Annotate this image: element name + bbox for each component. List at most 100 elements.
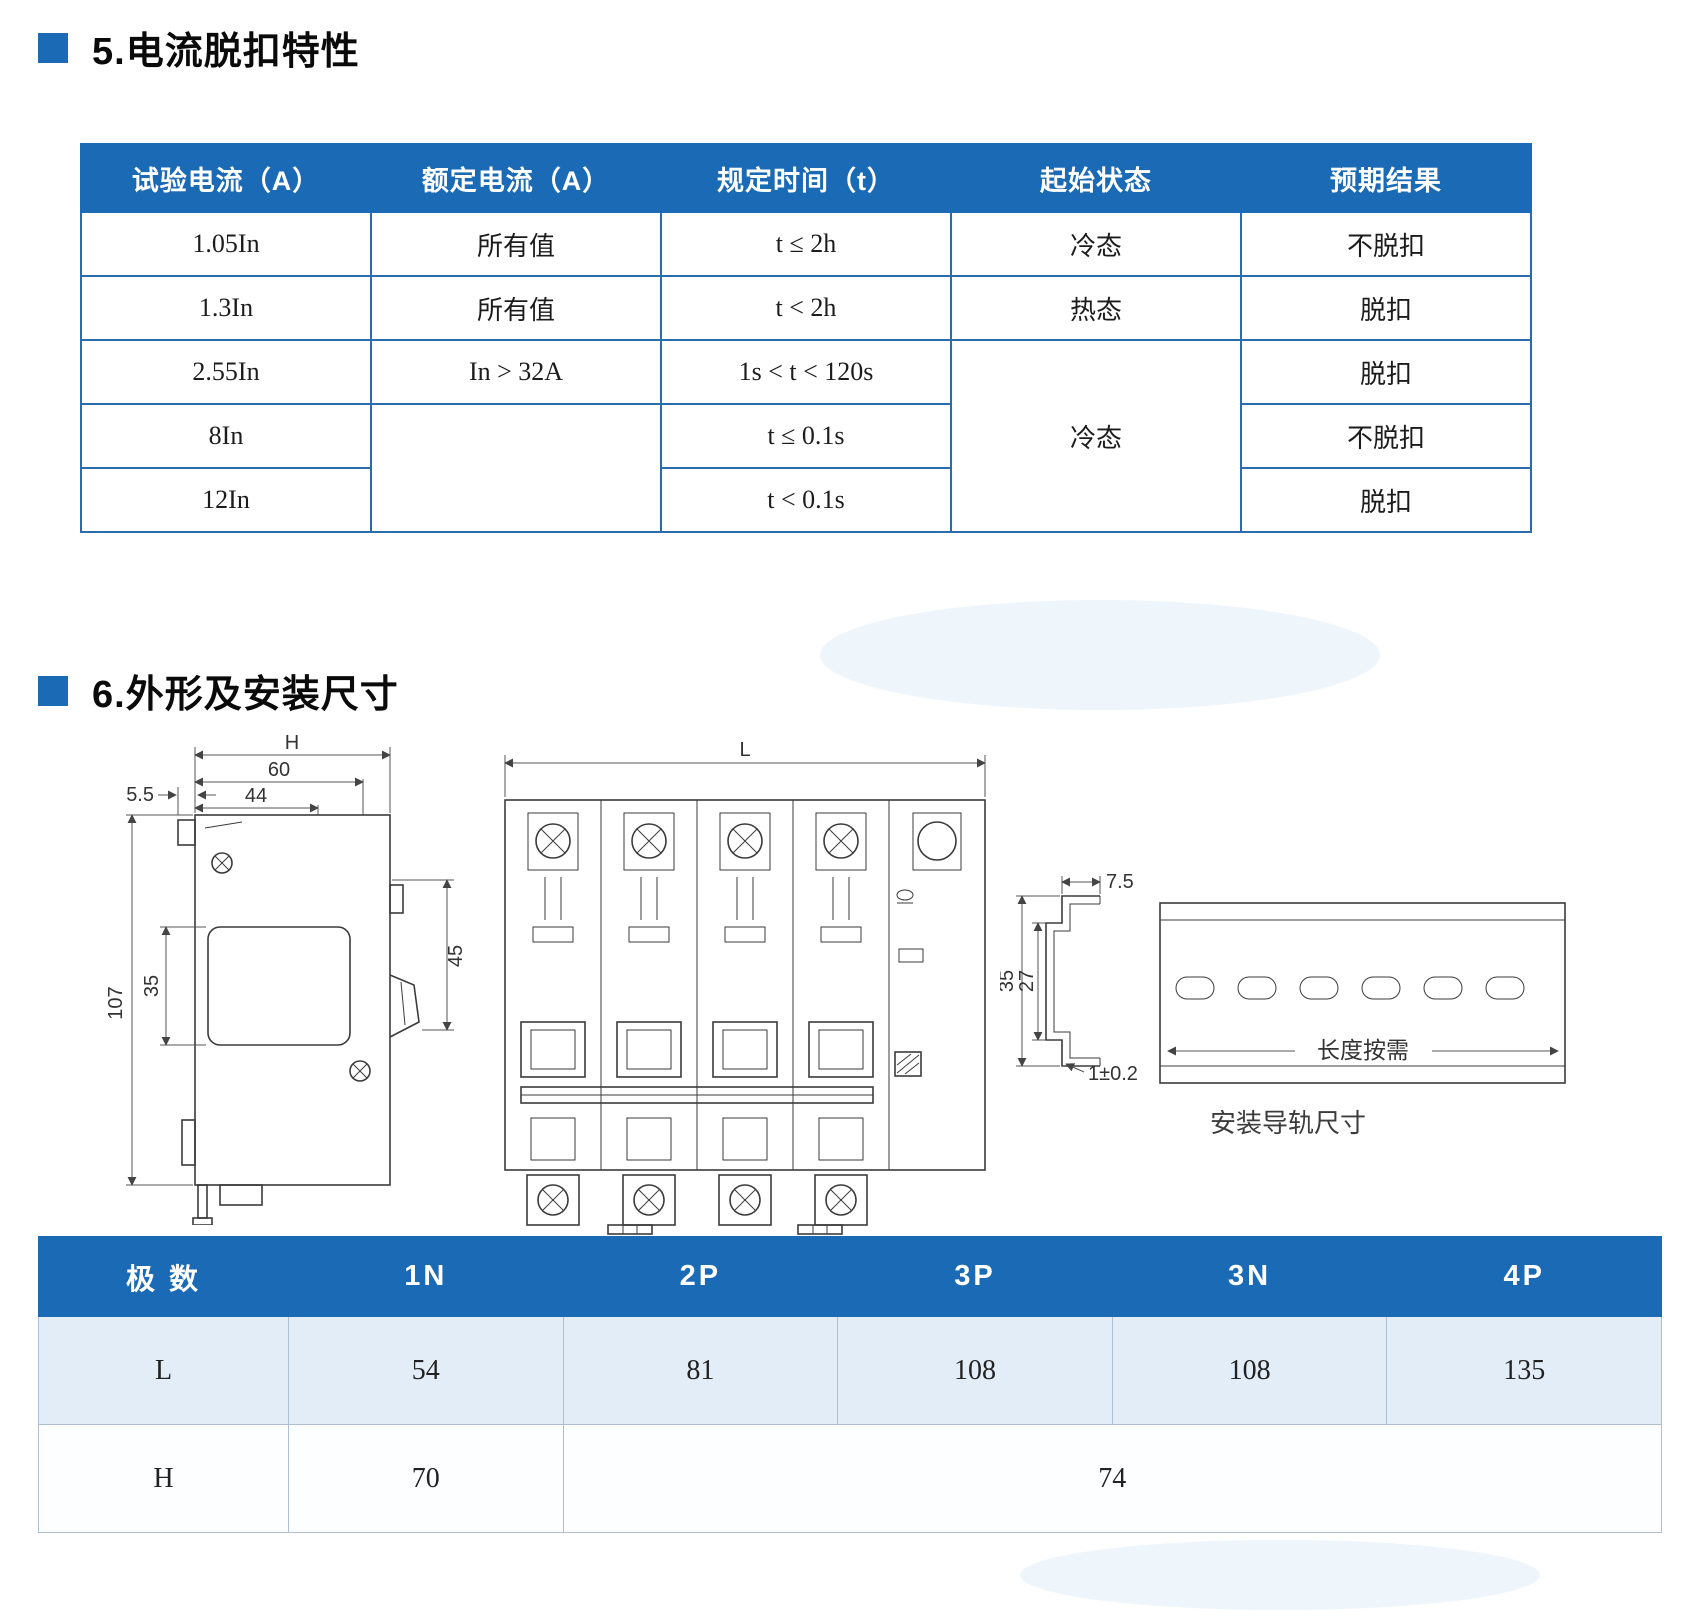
table-row: 2.55In In > 32A 1s < t < 120s 冷态 脱扣 (80, 339, 1532, 533)
section6-heading: 6.外形及安装尺寸 (38, 663, 399, 718)
col-header: 起始状态 (950, 143, 1242, 213)
indicator-window (896, 889, 914, 901)
col-header: 极 数 (38, 1236, 289, 1317)
rail-slot (1361, 976, 1401, 1000)
breaker-side-view: H 60 44 5.5 35 107 (105, 735, 467, 1225)
toggle-handle (520, 1021, 586, 1078)
dimension-label: L (739, 739, 750, 761)
breaker-front-view: L (504, 739, 986, 1235)
table-cell: 2.55In (80, 339, 372, 405)
table-row: 12In t < 0.1s 脱扣 (80, 467, 1532, 533)
table-cell: 所有值 (370, 211, 662, 277)
col-header: 1N (288, 1236, 564, 1317)
trip-characteristics-table: 试验电流（A） 额定电流（A） 规定时间（t） 起始状态 预期结果 1.05In… (80, 143, 1532, 533)
row-label: L (38, 1316, 289, 1425)
table-cell: 81 (562, 1316, 839, 1425)
rail-slot (1485, 976, 1525, 1000)
table-cell: 1s < t < 120s (660, 339, 952, 405)
dimension-label: 60 (268, 759, 290, 781)
table-cell: 12In (80, 467, 372, 533)
table-cell: 8In (80, 403, 372, 469)
col-header: 规定时间（t） (660, 143, 952, 213)
table-cell-merged: 冷态 (950, 339, 1242, 533)
table-row: H 70 74 (38, 1424, 1663, 1533)
table-row: 8In t ≤ 0.1s 不脱扣 (80, 403, 1532, 533)
table-row: 1.05In 所有值 t ≤ 2h 冷态 不脱扣 (80, 211, 1532, 277)
table-cell: 脱扣 (1240, 467, 1532, 533)
dimension-label: 35 (141, 975, 163, 997)
label-recess (207, 926, 351, 1046)
table-cell: t ≤ 0.1s (660, 403, 952, 469)
terminal-hole (917, 821, 957, 861)
row-label: H (38, 1424, 289, 1533)
table-cell: 热态 (950, 275, 1242, 341)
table-cell: 所有值 (370, 275, 662, 341)
dimension-label: 5.5 (126, 784, 154, 806)
table-cell: t < 2h (660, 275, 952, 341)
screw-icon (633, 1184, 665, 1216)
table-cell: 不脱扣 (1240, 211, 1532, 277)
din-clip (219, 1184, 263, 1206)
table-cell: t < 0.1s (660, 467, 952, 533)
dimension-label: 44 (245, 785, 267, 807)
screw-icon (727, 823, 763, 859)
dimension-label: 35 (1000, 970, 1018, 992)
col-header: 预期结果 (1240, 143, 1532, 213)
table-cell: 不脱扣 (1240, 403, 1532, 469)
dimension-label: 7.5 (1106, 871, 1134, 893)
din-clip (607, 1224, 653, 1235)
toggle-handle (389, 974, 420, 1038)
rail-slot (1175, 976, 1215, 1000)
col-header: 4P (1386, 1236, 1662, 1317)
screw-icon (537, 1184, 569, 1216)
table-cell: 108 (837, 1316, 1113, 1425)
table-row: 1.3In 所有值 t < 2h 热态 脱扣 (80, 275, 1532, 341)
section5-title: 5.电流脱扣特性 (92, 31, 360, 73)
table-cell: 冷态 (950, 211, 1242, 277)
table-cell-merged: 74 (562, 1424, 1663, 1533)
rail-slot (1299, 976, 1339, 1000)
screw-icon (823, 823, 859, 859)
table-cell: 脱扣 (1240, 339, 1532, 405)
screw-icon (729, 1184, 761, 1216)
table-cell: 135 (1386, 1316, 1662, 1425)
table-cell: 108 (1111, 1316, 1388, 1425)
test-button (894, 1051, 922, 1077)
table-cell: 脱扣 (1240, 275, 1532, 341)
section6-title: 6.外形及安装尺寸 (92, 674, 399, 716)
table-row: L 54 81 108 108 135 (38, 1316, 1662, 1425)
watermark-shape (1020, 1540, 1540, 1610)
table-cell-merged (370, 403, 662, 533)
screw-icon (349, 1060, 371, 1082)
table-cell: In > 32A (370, 339, 662, 405)
table-cell: 1.05In (80, 211, 372, 277)
toggle-handle (808, 1021, 874, 1078)
col-header: 2P (562, 1236, 839, 1317)
toggle-handle (616, 1021, 682, 1078)
screw-icon (631, 823, 667, 859)
dimensions-table: 极 数 1N 2P 3P 3N 4P L 54 81 108 108 135 H… (38, 1236, 1663, 1533)
din-clip (797, 1224, 843, 1235)
col-header: 3P (837, 1236, 1113, 1317)
dimension-label: H (285, 735, 299, 754)
dimension-label: 45 (445, 945, 467, 967)
rail-caption: 安装导轨尺寸 (1210, 1108, 1366, 1138)
col-header: 3N (1111, 1236, 1388, 1317)
watermark-shape (820, 600, 1380, 710)
screw-icon (825, 1184, 857, 1216)
small-lever (898, 948, 924, 963)
col-header: 试验电流（A） (80, 143, 372, 213)
dimension-label: 107 (105, 986, 127, 1019)
section5-heading: 5.电流脱扣特性 (38, 20, 360, 75)
dimension-label: 27 (1016, 970, 1038, 992)
table-cell: 70 (288, 1424, 564, 1533)
table-cell: 1.3In (80, 275, 372, 341)
rail-slot (1237, 976, 1277, 1000)
screw-icon (535, 823, 571, 859)
table-cell: t ≤ 2h (660, 211, 952, 277)
rail-slot (1423, 976, 1463, 1000)
dimension-label: 1±0.2 (1088, 1063, 1138, 1085)
table-cell: 54 (288, 1316, 564, 1425)
din-rail-drawing: 7.5 35 27 1±0.2 长度按需 安装导轨尺寸 (1000, 871, 1566, 1138)
